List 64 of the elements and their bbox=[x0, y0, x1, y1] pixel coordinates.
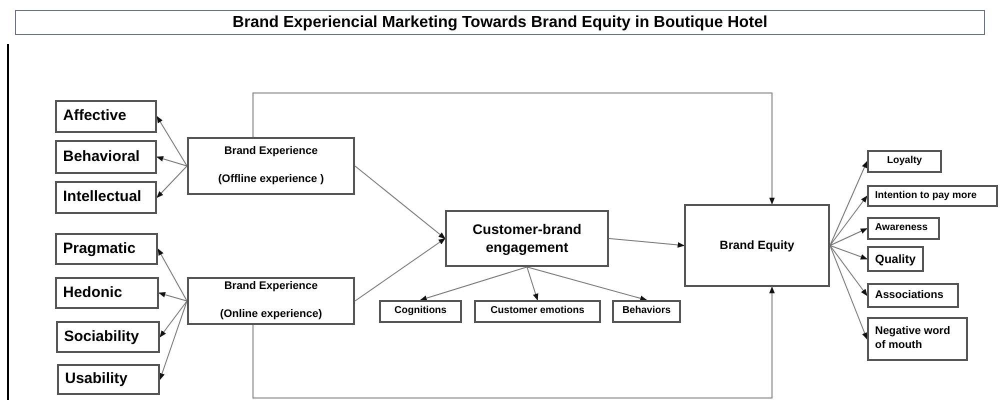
concept-box bbox=[187, 277, 355, 325]
arrow bbox=[156, 116, 188, 166]
arrow bbox=[156, 156, 188, 166]
concept-box bbox=[867, 317, 968, 361]
arrow bbox=[158, 248, 188, 302]
concept-box bbox=[867, 246, 924, 272]
box-label: Customer emotions bbox=[490, 305, 584, 318]
box-label: Loyalty bbox=[886, 155, 922, 168]
arrow bbox=[252, 92, 775, 205]
box-label: Customer-brand engagement bbox=[472, 221, 582, 256]
box-label: Usability bbox=[65, 370, 128, 389]
box-label: Awareness bbox=[875, 222, 928, 235]
box-label: Behavioral bbox=[63, 148, 140, 166]
box-label: Hedonic bbox=[63, 284, 122, 302]
concept-box bbox=[55, 100, 157, 133]
arrow bbox=[252, 286, 775, 398]
box-label: Brand Experience bbox=[224, 280, 318, 294]
box-label: (Online experience) bbox=[220, 308, 322, 322]
arrow bbox=[830, 160, 868, 246]
arrow bbox=[159, 300, 188, 380]
box-label: (Offline experience ) bbox=[218, 173, 324, 187]
concept-box bbox=[474, 300, 601, 323]
box-label: Pragmatic bbox=[63, 240, 136, 258]
arrow bbox=[608, 238, 685, 248]
arrow bbox=[158, 292, 188, 302]
arrow bbox=[420, 266, 528, 301]
arrow bbox=[830, 195, 868, 246]
concept-box bbox=[56, 321, 160, 353]
box-label: Brand Equity bbox=[720, 238, 794, 253]
title: Brand Experiencial Marketing Towards Brand Equity in Boutique Hotel bbox=[15, 10, 985, 35]
arrow bbox=[156, 166, 188, 198]
arrow bbox=[160, 300, 188, 338]
arrow bbox=[830, 245, 868, 260]
arrow bbox=[526, 266, 648, 302]
box-label: Negative word of mouth bbox=[875, 325, 952, 353]
arrow bbox=[830, 245, 868, 340]
concept-box bbox=[867, 150, 942, 173]
concept-box bbox=[867, 185, 998, 207]
concept-box bbox=[55, 277, 159, 309]
box-label: Associations bbox=[875, 288, 944, 302]
concept-box bbox=[57, 364, 160, 395]
box-label: Intention to pay more bbox=[875, 190, 977, 202]
concept-box bbox=[867, 217, 940, 240]
concept-box bbox=[867, 283, 959, 308]
concept-box bbox=[55, 181, 157, 214]
concept-box bbox=[379, 300, 462, 323]
box-label: Affective bbox=[63, 107, 126, 126]
concept-box bbox=[684, 204, 830, 287]
concept-box bbox=[55, 140, 157, 174]
concept-box bbox=[55, 233, 158, 265]
box-label: Cognitions bbox=[394, 305, 447, 318]
arrow bbox=[830, 228, 868, 246]
arrow bbox=[354, 238, 446, 302]
box-label: Quality bbox=[875, 252, 916, 266]
box-label: Brand Experience bbox=[224, 145, 318, 159]
box-label: Sociability bbox=[64, 328, 140, 346]
arrow bbox=[830, 245, 868, 296]
box-label: Behaviors bbox=[622, 305, 671, 318]
box-label: Intellectual bbox=[63, 188, 142, 207]
concept-box bbox=[187, 137, 355, 195]
concept-box bbox=[445, 210, 609, 267]
arrow bbox=[526, 266, 538, 301]
arrow bbox=[354, 166, 446, 239]
concept-box bbox=[612, 300, 681, 323]
